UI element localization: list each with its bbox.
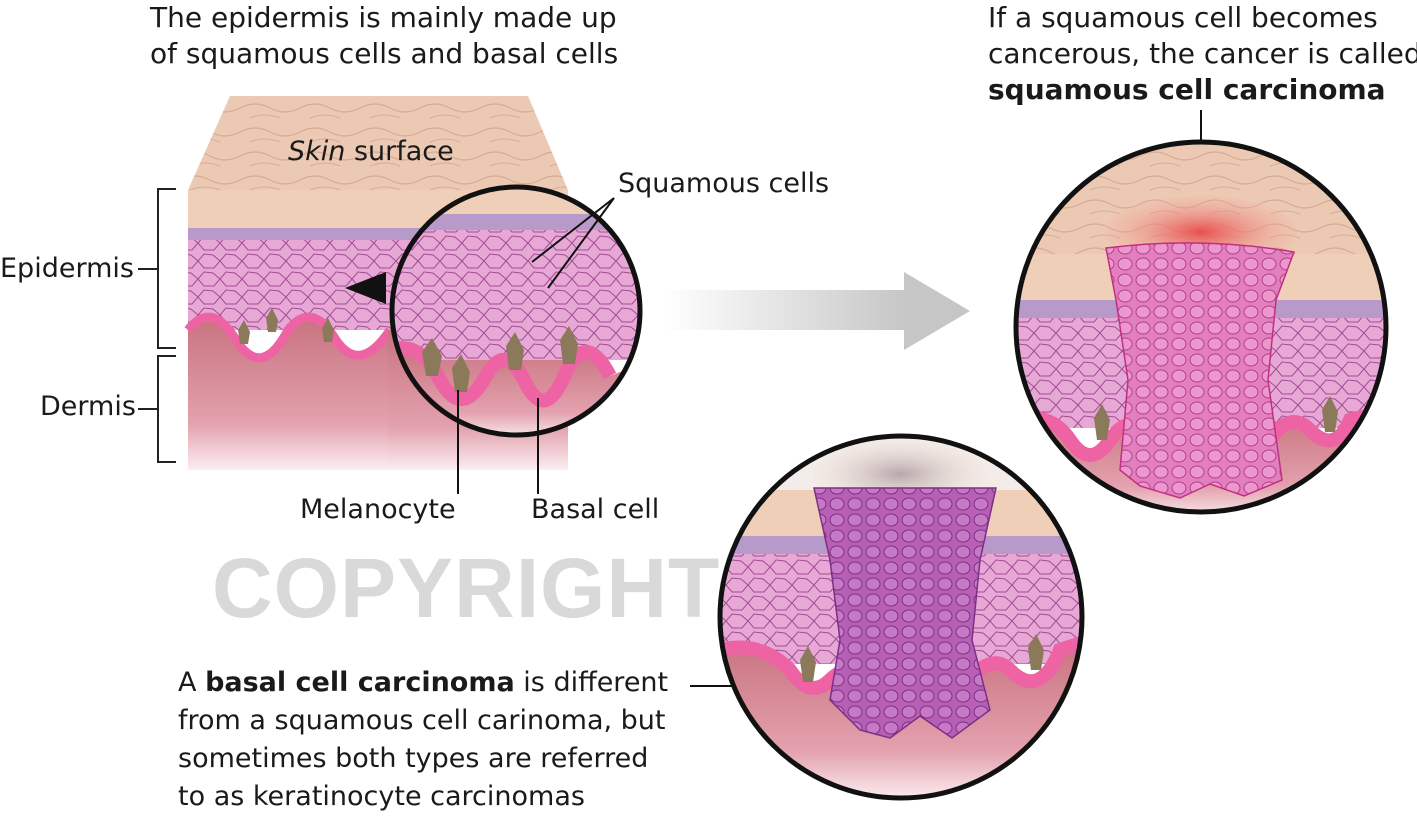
epidermis-caption: The epidermis is mainly made up of squam… bbox=[150, 0, 618, 72]
melanocyte-label: Melanocyte bbox=[300, 494, 456, 525]
caption-line: sometimes both types are referred bbox=[178, 743, 649, 774]
squamous-carcinoma-view bbox=[1013, 139, 1389, 515]
caption-line: to as keratinocyte carcinomas bbox=[178, 781, 585, 812]
caption-line: cancerous, the cancer is called bbox=[988, 37, 1417, 70]
copyright-watermark: COPYRIGHT bbox=[212, 541, 721, 635]
caption-line: If a squamous cell becomes bbox=[988, 1, 1378, 34]
skin-surface-label: Skin surface bbox=[288, 136, 454, 168]
basal-cell-label: Basal cell bbox=[531, 494, 660, 525]
dermis-label: Dermis bbox=[40, 391, 136, 422]
squamous-cells-label: Squamous cells bbox=[618, 168, 830, 199]
caption-line: A basal cell carcinoma is different bbox=[178, 664, 668, 702]
epidermis-label: Epidermis bbox=[0, 253, 134, 284]
squamous-caption: If a squamous cell becomes cancerous, th… bbox=[988, 0, 1417, 108]
caption-line: The epidermis is mainly made up bbox=[150, 1, 617, 34]
basal-carcinoma-view bbox=[717, 433, 1085, 801]
surface-word: surface bbox=[345, 136, 454, 167]
basal-cell-carcinoma-term: basal cell carcinoma bbox=[205, 667, 515, 698]
skin-word: Skin bbox=[288, 136, 346, 167]
caption-line: of squamous cells and basal cells bbox=[150, 37, 619, 70]
progression-arrow bbox=[664, 272, 970, 350]
caption-bold-line: squamous cell carcinoma bbox=[988, 72, 1417, 108]
basal-caption: A basal cell carcinoma is different from… bbox=[178, 664, 668, 816]
caption-suffix: is different bbox=[514, 667, 669, 698]
brackets bbox=[138, 188, 176, 463]
magnified-view bbox=[389, 184, 643, 438]
caption-line: from a squamous cell carinoma, but bbox=[178, 705, 666, 736]
caption-prefix: A bbox=[178, 667, 206, 698]
squamous-cell-carcinoma-term: squamous cell carcinoma bbox=[988, 73, 1386, 106]
